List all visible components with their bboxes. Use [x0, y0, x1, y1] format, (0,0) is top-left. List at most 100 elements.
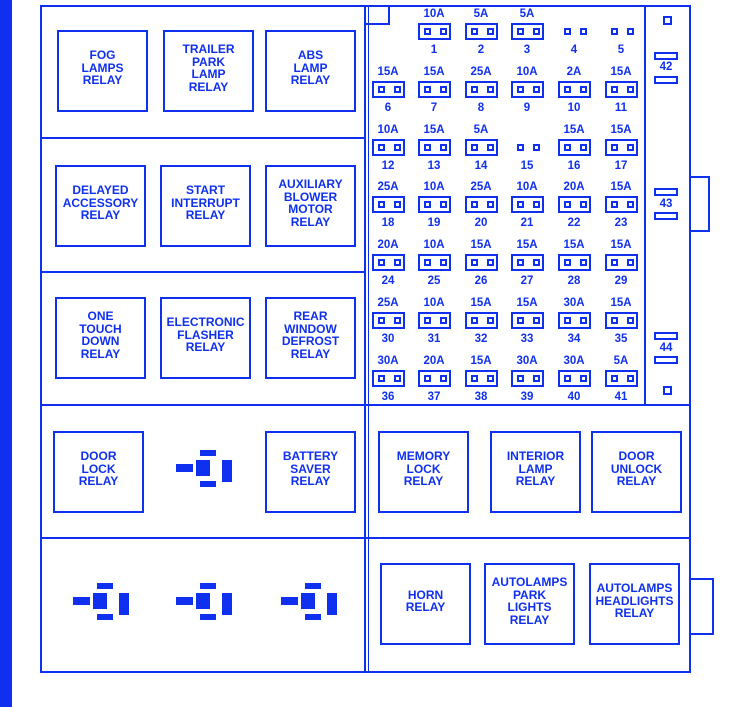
- fuse-slot: [372, 196, 405, 214]
- fuse-number: 4: [570, 44, 578, 56]
- fuse-number: 21: [520, 217, 534, 230]
- fuse-terminal: [564, 259, 571, 267]
- fuse-number: 35: [614, 333, 628, 345]
- fuse-number: 17: [614, 159, 628, 172]
- fuse-rating: 10A: [423, 8, 445, 20]
- fuse-terminal: [440, 374, 447, 382]
- fuse-rating: 5A: [613, 354, 629, 367]
- fuse-slot: [465, 23, 498, 40]
- fuse-terminal: [471, 85, 478, 93]
- fuse-terminal: [533, 374, 540, 382]
- fuse-terminal: [487, 85, 494, 93]
- fuse-terminal: [394, 143, 401, 151]
- left-edge-bar: [0, 0, 12, 707]
- fuse-slot: [511, 369, 544, 387]
- fuse-slot: [372, 369, 405, 387]
- divider: [644, 5, 646, 405]
- fuse-slot: [654, 188, 678, 196]
- fuse-slot: [372, 254, 405, 272]
- fuse-slot: [465, 196, 498, 214]
- abs-lamp-relay: ABS LAMP RELAY: [265, 30, 356, 112]
- fuse-slot: [558, 312, 591, 329]
- fuse-number: 5: [617, 44, 625, 56]
- socket-terminal: [196, 593, 210, 609]
- fuse-slot: [511, 80, 544, 98]
- fuse-rating: 20A: [377, 239, 399, 252]
- fuse-terminal: [424, 317, 431, 324]
- trailer-park-lamp-relay: TRAILER PARK LAMP RELAY: [163, 30, 254, 112]
- fuse-terminal: [378, 85, 385, 93]
- fuse-slot: [558, 196, 591, 214]
- divider: [364, 5, 366, 673]
- fuse-rating: 25A: [377, 297, 399, 309]
- fuse-terminal: [440, 259, 447, 267]
- fuse-number: 9: [523, 101, 531, 114]
- electronic-flasher-relay: ELECTRONIC FLASHER RELAY: [160, 297, 251, 379]
- fuse-terminal: [627, 85, 634, 93]
- fuse-terminal: [487, 317, 494, 324]
- fuse-rating: 5A: [519, 8, 535, 20]
- fuse-terminal: [487, 143, 494, 151]
- fuse-number: 11: [614, 101, 628, 114]
- fuse-rating: 15A: [610, 297, 632, 309]
- fuse-terminal: [487, 28, 494, 35]
- fuse-number: 20: [474, 217, 488, 230]
- fuse-slot: [511, 139, 544, 156]
- fuse-terminal: [533, 85, 540, 93]
- socket-terminal: [97, 583, 113, 589]
- fuse-slot: [511, 254, 544, 272]
- fuse-terminal: [378, 374, 385, 382]
- fuse-terminal: [487, 259, 494, 267]
- fuse-number: 6: [384, 101, 392, 114]
- fuse-rating: 15A: [563, 239, 585, 252]
- fuse-rating: 15A: [610, 123, 632, 136]
- fuse-terminal: [611, 374, 618, 382]
- fuse-slot: [372, 80, 405, 98]
- fuse-number: 37: [427, 390, 441, 403]
- fuse-terminal: [564, 317, 571, 324]
- fuse-number: 15: [520, 159, 534, 172]
- fuse-terminal: [424, 259, 431, 267]
- fuse-terminal: [580, 374, 587, 382]
- socket-terminal: [176, 464, 193, 472]
- fuse-terminal: [611, 28, 618, 35]
- fuse-terminal: [394, 374, 401, 382]
- fuse-terminal: [533, 28, 540, 35]
- fuse-slot: [654, 332, 678, 340]
- fuse-rating: 2A: [566, 65, 582, 78]
- socket-terminal: [281, 597, 298, 605]
- fuse-rating: 15A: [610, 181, 632, 194]
- fuse-rating: 30A: [563, 354, 585, 367]
- fuse-number: 19: [427, 217, 441, 230]
- fuse-slot: [654, 76, 678, 84]
- fuse-terminal: [627, 259, 634, 267]
- fuse-slot: [605, 138, 638, 156]
- fuse-number: 12: [381, 159, 395, 172]
- fuse-slot: [605, 196, 638, 214]
- mount-hole: [663, 16, 672, 25]
- fuse-rating: 15A: [563, 123, 585, 136]
- fuse-slot: [465, 312, 498, 329]
- fuse-slot: [465, 254, 498, 272]
- divider: [40, 537, 691, 539]
- fuse-terminal: [564, 28, 571, 35]
- fuse-rating: 15A: [470, 297, 492, 309]
- socket-terminal: [73, 597, 90, 605]
- battery-saver-relay: BATTERY SAVER RELAY: [265, 431, 356, 513]
- fuse-number: 34: [567, 333, 581, 345]
- fuse-number: 1: [430, 44, 438, 56]
- fuse-slot: [418, 196, 451, 214]
- fuse-number: 41: [614, 390, 628, 403]
- fuse-terminal: [611, 201, 618, 209]
- fuse-terminal: [424, 28, 431, 35]
- fuse-rating: 15A: [516, 239, 538, 252]
- fuse-number: 18: [381, 217, 395, 230]
- fuse-slot: [418, 312, 451, 329]
- fuse-number: 42: [659, 61, 673, 73]
- fuse-rating: 25A: [470, 181, 492, 194]
- fuse-terminal: [580, 317, 587, 324]
- fuse-slot: [465, 80, 498, 98]
- fuse-terminal: [611, 259, 618, 267]
- horn-relay: HORN RELAY: [380, 563, 471, 645]
- fuse-rating: 10A: [377, 123, 399, 136]
